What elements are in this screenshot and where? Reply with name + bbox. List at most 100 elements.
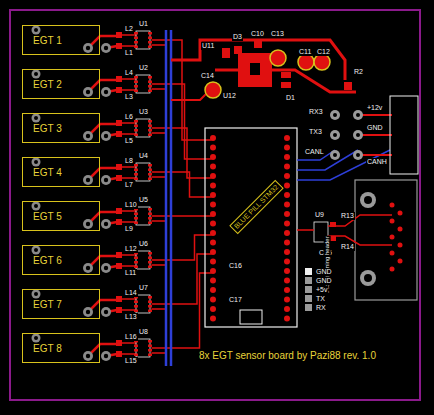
silkscreen-label: TX [315,295,326,303]
db9-pin [398,243,403,248]
header-pad [353,130,363,140]
board-title: 8x EGT sensor board by Pazi88 rev. 1.0 [198,350,377,362]
header-pad [356,113,360,117]
smd-pad [116,32,122,38]
silkscreen-label: U4 [138,152,149,160]
smd-pad [134,301,138,304]
smd-pad [148,173,152,176]
pcb-stroke [122,79,136,90]
silkscreen-label: L14 [124,289,138,297]
pad-hole [34,72,38,76]
pad-hole [34,336,38,340]
silkscreen-label: U11 [201,42,215,50]
pad-hole [104,178,108,182]
smd-pad [134,257,138,260]
header-pad [353,150,363,160]
header-pad [305,268,312,275]
smd-pad [134,120,138,123]
smd-pad [116,351,122,357]
pad-hole [101,219,111,229]
pad-hole [104,354,108,358]
smd-pad [116,340,122,346]
pcb-stroke [122,167,136,178]
header-pad [356,133,360,137]
pad-hole [32,26,41,35]
mcu-pad [284,192,290,198]
smd-pad [148,46,152,49]
pad-hole [104,46,108,50]
pcb-stroke [152,88,166,90]
smd-pad [148,296,152,299]
mcu-pad [284,221,290,227]
smd-pad [134,90,138,93]
connector-outline: EGT 3 [22,113,100,143]
pcb-stroke [152,40,211,140]
smd-pad [134,305,138,308]
mcu-pad [210,211,216,217]
pad-hole [101,307,111,317]
smd-pad [134,354,138,357]
smd-pad [134,213,138,216]
smd-pad [134,349,138,352]
smd-pad [148,134,152,137]
db9-pin [390,203,395,208]
silkscreen-label: RX [315,304,327,312]
mcu-pad [210,249,216,255]
smd-pad [148,178,152,181]
mcu-pad [284,164,290,170]
mcu-pad [284,154,290,160]
silkscreen-label: L15 [124,357,138,365]
pad-hole [101,263,111,273]
smd-pad [134,129,138,132]
silkscreen-label: C11 [298,48,312,56]
smd-pad [116,43,122,49]
smd-pad [148,252,152,255]
mcu-pad [284,287,290,293]
smd-pad [134,169,138,172]
pad-hole [34,116,38,120]
mcu-pad [284,278,290,284]
pad-hole [101,87,111,97]
pin-name: CANH [366,158,388,166]
pad-hole [34,160,38,164]
smd-pad [116,208,122,214]
pad-hole [34,204,38,208]
smd-pad [148,76,152,79]
ic-outline [136,31,150,49]
mcu-pad [284,240,290,246]
smd-pad [148,354,152,357]
ic-outline [136,119,150,137]
connector-outline: EGT 4 [22,157,100,187]
smd-pad [116,164,122,170]
pcb-stroke [122,343,136,354]
silkscreen-label: U6 [138,240,149,248]
pad-hole [32,114,41,123]
silkscreen-label: U3 [138,108,149,116]
ic-outline [136,339,150,357]
smd-pad [148,125,152,128]
pcb-stroke [152,220,166,222]
smd-pad [134,32,138,35]
header-pad [333,113,337,117]
silkscreen-label: C12 [316,48,331,56]
pin-name: GND [366,124,384,132]
smd-pad [148,90,152,93]
mcu-pad [284,183,290,189]
silkscreen-label: C13 [270,30,285,38]
smd-pad [148,37,152,40]
pcb-stroke [122,211,136,222]
smd-pad [116,87,122,93]
smd-pad [148,81,152,84]
silkscreen-label: U2 [138,64,149,72]
silkscreen-label: U12 [222,92,237,100]
smd-pad [134,261,138,264]
silkscreen-label: C14 [200,72,215,80]
mcu-pad [210,268,216,274]
header-pad [333,153,337,157]
db9-pin [390,235,395,240]
pad-hole [104,266,108,270]
pad-hole [34,292,38,296]
mcu-pad [210,240,216,246]
smd-pad [116,263,122,269]
